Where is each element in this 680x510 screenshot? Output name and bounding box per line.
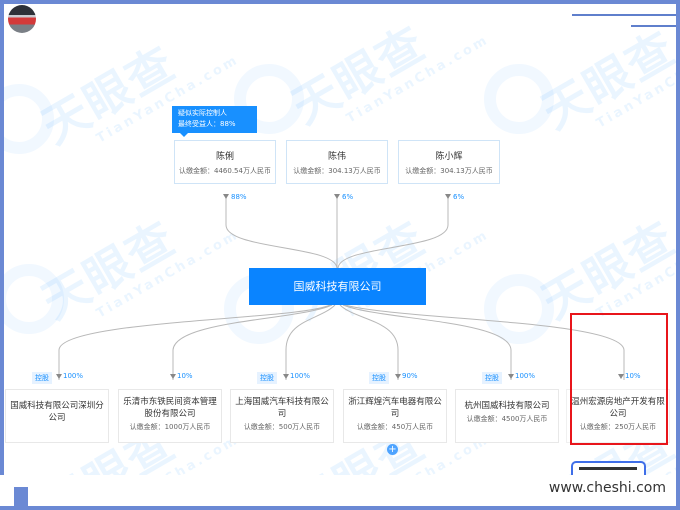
investment-percent: 100% xyxy=(63,372,84,380)
site-watermark-text: www.cheshi.com xyxy=(548,480,666,496)
shareholder-node[interactable]: 陈伟 认缴金额：304.13万人民币 xyxy=(286,140,388,184)
investment-amount: 认缴金额：1000万人民币 xyxy=(129,423,211,431)
investment-node[interactable]: 浙江辉煌汽车电器有限公司 认缴金额：450万人民币 xyxy=(343,389,447,443)
shareholder-amount: 认缴金额：304.13万人民币 xyxy=(293,167,381,175)
highlight-box xyxy=(570,313,668,445)
shareholder-node[interactable]: 陈小辉 认缴金额：304.13万人民币 xyxy=(398,140,500,184)
shareholding-percent: 88% xyxy=(231,193,247,201)
header-line xyxy=(572,14,676,16)
arrow-down-icon xyxy=(223,194,229,199)
investment-name: 上海国威汽车科技有限公司 xyxy=(235,397,329,419)
control-badge: 控股 xyxy=(482,372,502,384)
investment-name: 浙江辉煌汽车电器有限公司 xyxy=(348,397,442,419)
shareholder-name: 陈小辉 xyxy=(435,152,463,162)
avatar xyxy=(8,5,36,33)
frame-border-bottom xyxy=(0,506,680,510)
control-badge: 控股 xyxy=(32,372,52,384)
arrow-down-icon xyxy=(283,374,289,379)
investment-amount: 认缴金额：4500万人民币 xyxy=(466,415,548,423)
shareholder-name: 陈伟 xyxy=(327,152,346,162)
tag-beneficiary-label: 最终受益人：88% xyxy=(178,120,236,128)
investment-amount: 认缴金额：500万人民币 xyxy=(243,423,321,431)
tag-controller-label: 疑似实际控制人 xyxy=(178,109,227,117)
control-badge: 控股 xyxy=(257,372,277,384)
investment-name: 温州宏源房地产开发有限公司 xyxy=(571,397,665,419)
cropped-button[interactable] xyxy=(571,461,646,475)
investment-percent: 90% xyxy=(402,372,418,380)
investment-percent: 100% xyxy=(290,372,311,380)
investment-node[interactable]: 温州宏源房地产开发有限公司 认缴金额：250万人民币 xyxy=(566,389,670,443)
shareholding-percent: 6% xyxy=(342,193,354,201)
investment-node[interactable]: 杭州国威科技有限公司 认缴金额：4500万人民币 xyxy=(455,389,559,443)
control-badge: 控股 xyxy=(369,372,389,384)
investment-node[interactable]: 上海国威汽车科技有限公司 认缴金额：500万人民币 xyxy=(230,389,334,443)
investment-percent: 100% xyxy=(515,372,536,380)
actual-controller-tag: 疑似实际控制人 最终受益人：88% xyxy=(172,106,257,137)
investment-name: 杭州国威科技有限公司 xyxy=(464,401,550,411)
investment-node[interactable]: 国威科技有限公司深圳分公司 xyxy=(5,389,109,443)
expand-plus-icon[interactable]: + xyxy=(387,444,398,455)
investment-name: 国威科技有限公司深圳分公司 xyxy=(10,401,104,423)
investment-percent: 10% xyxy=(177,372,193,380)
footer xyxy=(0,475,680,510)
arrow-down-icon xyxy=(445,194,451,199)
arrow-down-icon xyxy=(395,374,401,379)
shareholder-amount: 认缴金额：4460.54万人民币 xyxy=(179,167,271,175)
main-company-node[interactable]: 国威科技有限公司 xyxy=(249,268,426,305)
shareholding-percent: 6% xyxy=(453,193,465,201)
investment-amount: 认缴金额：450万人民币 xyxy=(356,423,434,431)
shareholder-node[interactable]: 陈俐 认缴金额：4460.54万人民币 xyxy=(174,140,276,184)
investment-amount: 认缴金额：250万人民币 xyxy=(579,423,657,431)
arrow-down-icon xyxy=(56,374,62,379)
frame-border-right xyxy=(676,0,680,510)
shareholder-amount: 认缴金额：304.13万人民币 xyxy=(405,167,493,175)
footer-accent-mark xyxy=(14,487,28,510)
header-line xyxy=(631,25,676,27)
arrow-down-icon xyxy=(508,374,514,379)
investment-percent: 10% xyxy=(625,372,641,380)
shareholder-name: 陈俐 xyxy=(215,152,234,162)
investment-name: 乐清市东铁民间资本管理股份有限公司 xyxy=(123,397,217,419)
investment-node[interactable]: 乐清市东铁民间资本管理股份有限公司 认缴金额：1000万人民币 xyxy=(118,389,222,443)
arrow-down-icon xyxy=(618,374,624,379)
arrow-down-icon xyxy=(334,194,340,199)
arrow-down-icon xyxy=(170,374,176,379)
